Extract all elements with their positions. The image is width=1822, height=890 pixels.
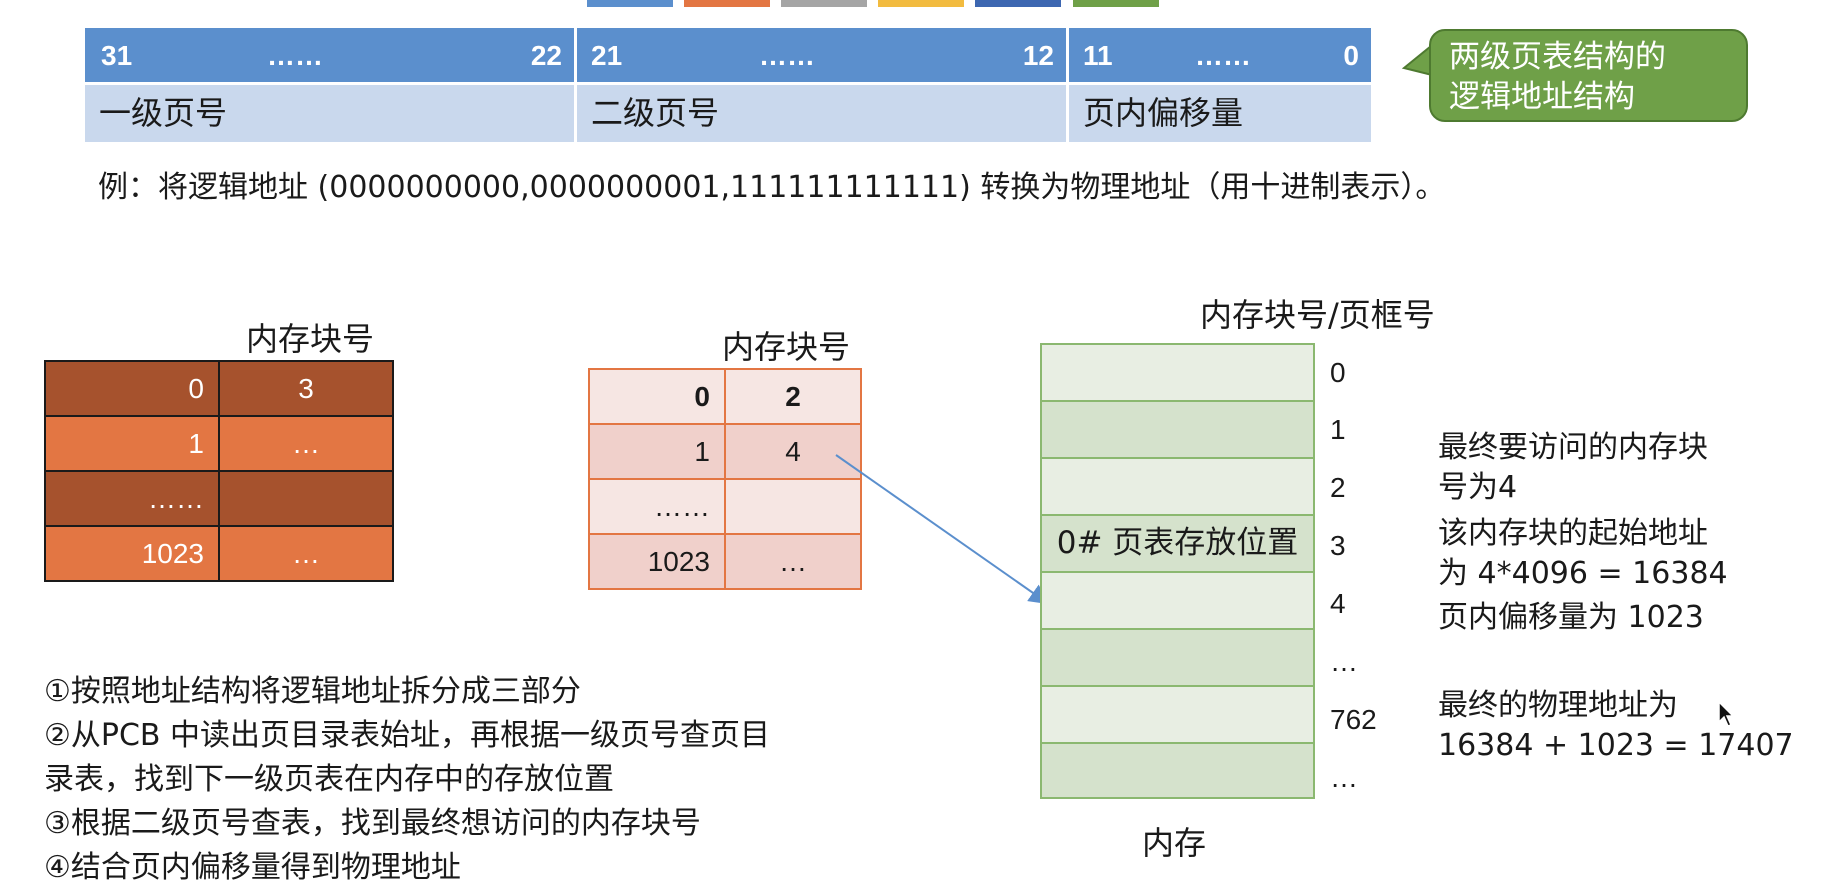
memory-block (1040, 571, 1315, 628)
page-number-cell: 1023 (588, 533, 726, 590)
translation-steps: ①按照地址结构将逻辑地址拆分成三部分 ②从PCB 中读出页目录表始址，再根据一级… (44, 670, 770, 890)
memory-blocks: 0# 页表存放位置 (1040, 343, 1315, 799)
field-bits-offset: 11 …… 0 (1069, 28, 1371, 82)
field-label-level2: 二级页号 (577, 85, 1066, 142)
bit-dots: …… (759, 40, 815, 71)
memory-block: 0# 页表存放位置 (1040, 514, 1315, 571)
table-row: 0 3 (44, 360, 394, 417)
calc-line: 该内存块的起始地址 (1438, 516, 1708, 551)
color-strip-5 (975, 0, 1061, 7)
memory-caption: 内存 (1142, 824, 1207, 862)
bit-dots: …… (267, 40, 323, 71)
calc-offset: 页内偏移量为 1023 (1438, 600, 1704, 635)
step-line: ④结合页内偏移量得到物理地址 (44, 850, 461, 885)
page-table-title: 内存块号 (722, 328, 851, 366)
color-strip-4 (878, 0, 964, 7)
table-row: …… (588, 478, 862, 535)
color-strip-1 (587, 0, 673, 7)
page-directory-table: 0 3 1 … …… 1023 … (44, 360, 394, 582)
mouse-cursor-icon (1718, 700, 1735, 727)
memory-title: 内存块号/页框号 (1200, 296, 1435, 334)
step-line: ②从PCB 中读出页目录表始址，再根据一级页号查页目 (44, 718, 771, 753)
block-number-cell (218, 470, 394, 527)
page-directory-title: 内存块号 (246, 320, 375, 358)
page-number-cell: 1 (588, 423, 726, 480)
callout-line-1: 两级页表结构的 (1449, 39, 1666, 75)
page-table: 0 2 1 4 …… 1023 … (588, 368, 862, 590)
calc-line: 为 4*4096 = 16384 (1438, 556, 1728, 591)
step-line: ①按照地址结构将逻辑地址拆分成三部分 (44, 674, 581, 709)
block-number-cell: 4 (724, 423, 862, 480)
bit-high: 11 (1083, 40, 1113, 71)
callout-line-2: 逻辑地址结构 (1449, 79, 1635, 115)
memory-block-number: 762 (1330, 704, 1377, 735)
field-bits-level2: 21 …… 12 (577, 28, 1066, 82)
table-row: 0 2 (588, 368, 862, 425)
field-label-offset: 页内偏移量 (1069, 85, 1371, 142)
memory-block-number: 0 (1330, 357, 1346, 388)
page-number-cell: 0 (588, 368, 726, 425)
block-number-cell: … (218, 525, 394, 582)
calc-line: 号为4 (1438, 470, 1518, 505)
calc-start-address: 该内存块的起始地址 为 4*4096 = 16384 (1438, 514, 1728, 594)
structure-callout: 两级页表结构的 逻辑地址结构 (1429, 29, 1748, 122)
step-line: 录表，找到下一级页表在内存中的存放位置 (44, 762, 614, 797)
example-text: 例：将逻辑地址 (0000000000,0000000001,111111111… (98, 170, 1446, 205)
calc-line: 16384 + 1023 = 17407 (1438, 728, 1794, 763)
color-strip-3 (781, 0, 867, 7)
page-number-cell: …… (588, 478, 726, 535)
memory-block (1040, 742, 1315, 799)
calc-line: 最终要访问的内存块 (1438, 430, 1708, 465)
page-number-cell: 0 (44, 360, 220, 417)
block-number-cell: 2 (724, 368, 862, 425)
memory-block-number: 1 (1330, 414, 1346, 445)
field-bits-level1: 31 …… 22 (85, 28, 574, 82)
bit-low: 12 (1022, 40, 1054, 71)
page-number-cell: 1 (44, 415, 220, 472)
table-row: 1 … (44, 415, 394, 472)
memory-block-number: … (1330, 646, 1358, 677)
bit-low: 22 (530, 40, 562, 71)
memory-block-number: 2 (1330, 472, 1346, 503)
bit-dots: …… (1195, 40, 1251, 71)
memory-block (1040, 457, 1315, 514)
table-row: …… (44, 470, 394, 527)
table-row: 1023 … (588, 533, 862, 590)
memory-block-number: … (1330, 762, 1358, 793)
block-number-cell: … (218, 415, 394, 472)
field-label-level1: 一级页号 (85, 85, 574, 142)
color-strip-2 (684, 0, 770, 7)
memory-block (1040, 628, 1315, 685)
memory-block (1040, 685, 1315, 742)
memory-block-number: 4 (1330, 588, 1346, 619)
calc-line: 最终的物理地址为 (1438, 688, 1678, 723)
bit-high: 31 (101, 40, 133, 71)
block-number-cell: … (724, 533, 862, 590)
block-number-cell (724, 478, 862, 535)
bit-high: 21 (591, 40, 623, 71)
memory-block (1040, 400, 1315, 457)
page-number-cell: 1023 (44, 525, 220, 582)
page-number-cell: …… (44, 470, 220, 527)
step-line: ③根据二级页号查表，找到最终想访问的内存块号 (44, 806, 701, 841)
memory-block (1040, 343, 1315, 400)
calc-target-block: 最终要访问的内存块 号为4 (1438, 428, 1708, 508)
bit-low: 0 (1343, 40, 1359, 71)
block-number-cell: 3 (218, 360, 394, 417)
calc-physical-address: 最终的物理地址为 16384 + 1023 = 17407 (1438, 686, 1794, 766)
table-row: 1023 … (44, 525, 394, 582)
memory-block-number: 3 (1330, 530, 1346, 561)
color-strip-6 (1073, 0, 1159, 7)
table-row: 1 4 (588, 423, 862, 480)
